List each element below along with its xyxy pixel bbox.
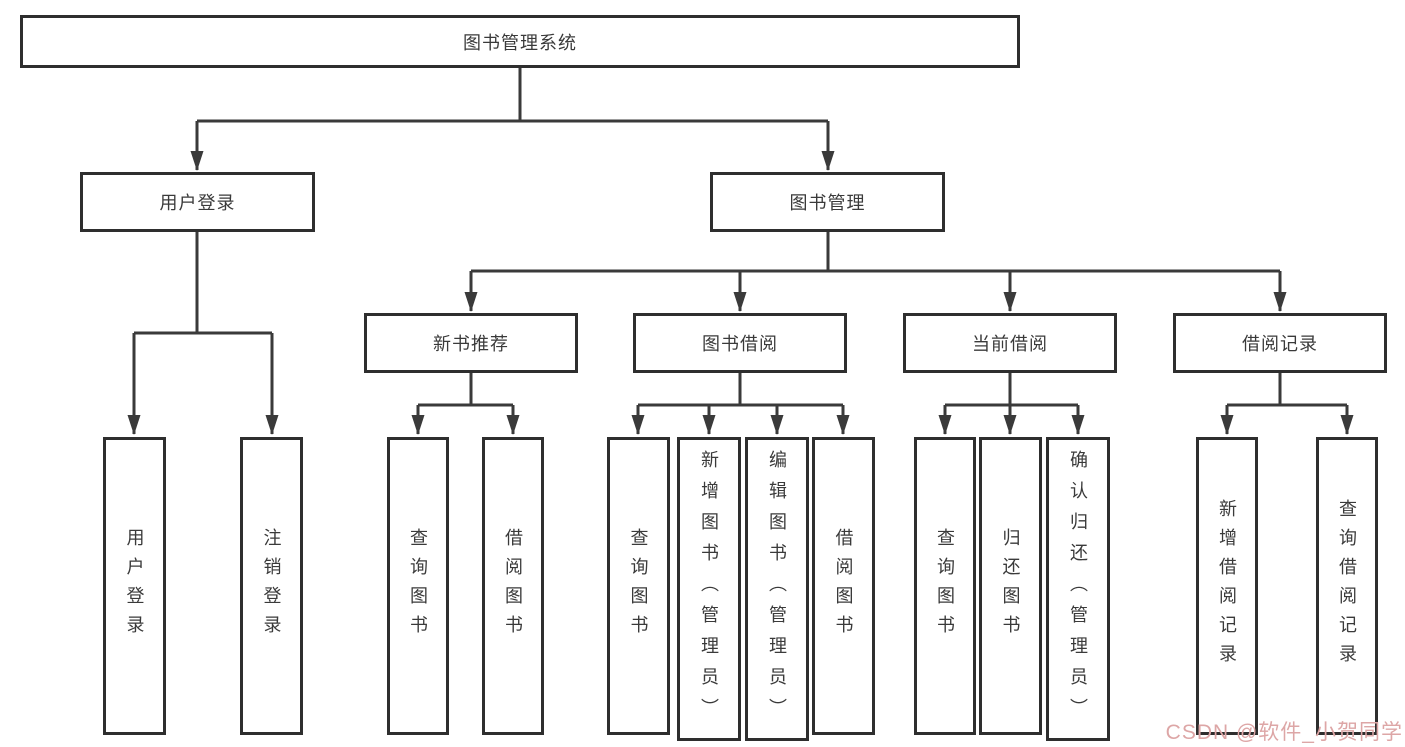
node-book-borrowing: 图书借阅 [633,313,847,373]
leaf-query-books-borrowing-label: 查询图书 [628,528,649,644]
leaf-query-borrow-record: 查询借阅记录 [1316,437,1378,735]
leaf-borrow-books-recommend: 借阅图书 [482,437,544,735]
leaf-query-books-borrowing: 查询图书 [607,437,670,735]
leaf-borrow-books-label: 借阅图书 [833,528,854,644]
leaf-confirm-return-admin-label: 确认归还（管理员） [1068,449,1088,729]
leaf-return-books-label: 归还图书 [1000,528,1021,644]
node-book-borrowing-label: 图书借阅 [702,334,778,354]
leaf-edit-books-admin: 编辑图书（管理员） [745,437,809,741]
leaf-logout-label: 注销登录 [261,528,282,644]
node-current-borrowing-label: 当前借阅 [972,334,1048,354]
leaf-add-books-admin: 新增图书（管理员） [677,437,741,741]
node-user-login-label: 用户登录 [159,193,236,213]
node-borrowing-records-label: 借阅记录 [1242,334,1318,354]
leaf-logout: 注销登录 [240,437,303,735]
leaf-add-borrow-record: 新增借阅记录 [1196,437,1258,735]
node-borrowing-records: 借阅记录 [1173,313,1387,373]
node-current-borrowing: 当前借阅 [903,313,1117,373]
node-new-book-recommend: 新书推荐 [364,313,578,373]
leaf-query-books-recommend: 查询图书 [387,437,449,735]
csdn-watermark: CSDN @软件_小贺同学 [1165,721,1403,744]
leaf-query-books-current: 查询图书 [914,437,976,735]
leaf-return-books: 归还图书 [979,437,1042,735]
leaf-borrow-books-recommend-label: 借阅图书 [503,528,523,644]
node-user-login: 用户登录 [80,172,315,232]
node-root: 图书管理系统 [20,15,1020,68]
node-book-management-label: 图书管理 [789,193,866,213]
leaf-add-borrow-record-label: 新增借阅记录 [1217,499,1237,673]
leaf-query-books-recommend-label: 查询图书 [408,528,428,644]
leaf-add-books-admin-label: 新增图书（管理员） [699,449,719,729]
node-new-book-recommend-label: 新书推荐 [433,334,509,354]
leaf-query-books-current-label: 查询图书 [935,528,955,644]
leaf-borrow-books: 借阅图书 [812,437,875,735]
leaf-user-login: 用户登录 [103,437,166,735]
node-book-management: 图书管理 [710,172,945,232]
node-root-label: 图书管理系统 [463,32,577,53]
leaf-confirm-return-admin: 确认归还（管理员） [1046,437,1110,741]
leaf-user-login-label: 用户登录 [124,528,145,644]
leaf-query-borrow-record-label: 查询借阅记录 [1337,499,1357,673]
leaf-edit-books-admin-label: 编辑图书（管理员） [767,449,787,729]
